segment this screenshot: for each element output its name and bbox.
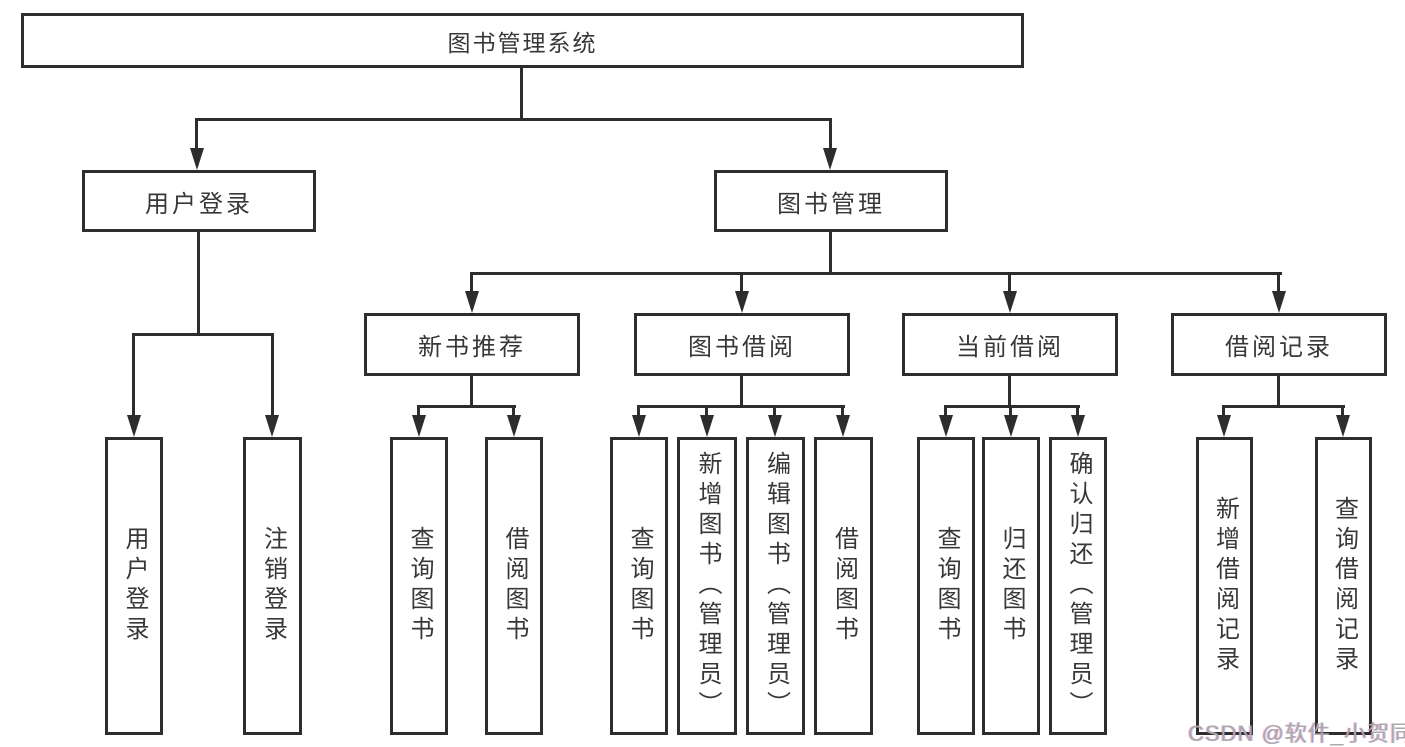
connector-arrow bbox=[1217, 415, 1231, 437]
connector-line bbox=[132, 333, 274, 336]
connector-line bbox=[1222, 405, 1345, 408]
connector-line bbox=[944, 407, 947, 419]
connector-line bbox=[271, 335, 274, 417]
connector-line bbox=[417, 405, 516, 408]
node-book-borrow: 图书借阅 bbox=[634, 313, 850, 376]
connector-arrow bbox=[700, 415, 714, 437]
connector-line bbox=[1008, 376, 1011, 407]
connector-arrow bbox=[632, 415, 646, 437]
leaf-query-borrow-record: 查询借阅记录 bbox=[1315, 437, 1372, 735]
connector-line bbox=[132, 335, 135, 417]
connector-arrow bbox=[1336, 415, 1350, 437]
leaf-query-books-current: 查询图书 bbox=[917, 437, 975, 735]
connector-line bbox=[705, 407, 708, 419]
connector-line bbox=[470, 274, 473, 294]
connector-line bbox=[829, 120, 832, 152]
connector-line bbox=[417, 407, 420, 419]
connector-line bbox=[829, 232, 832, 273]
connector-arrow bbox=[265, 415, 279, 437]
leaf-edit-book-admin: 编辑图书（管理员） bbox=[746, 437, 805, 735]
connector-line bbox=[1277, 376, 1280, 407]
node-book-management: 图书管理 bbox=[714, 170, 948, 232]
connector-arrow bbox=[735, 291, 749, 313]
connector-arrow bbox=[836, 415, 850, 437]
leaf-borrow-books-recommend: 借阅图书 bbox=[485, 437, 543, 735]
connector-arrow bbox=[768, 415, 782, 437]
connector-line bbox=[1008, 274, 1011, 294]
connector-arrow bbox=[1071, 415, 1085, 437]
leaf-confirm-return-admin: 确认归还（管理员） bbox=[1049, 437, 1107, 735]
connector-arrow bbox=[465, 291, 479, 313]
node-current-borrow: 当前借阅 bbox=[902, 313, 1118, 376]
leaf-return-book: 归还图书 bbox=[982, 437, 1040, 735]
connector-line bbox=[470, 272, 1282, 275]
leaf-query-books-borrow: 查询图书 bbox=[610, 437, 668, 735]
connector-line bbox=[470, 376, 473, 407]
connector-arrow bbox=[1272, 291, 1286, 313]
connector-arrow bbox=[1003, 291, 1017, 313]
connector-line bbox=[841, 407, 844, 419]
node-borrow-records: 借阅记录 bbox=[1171, 313, 1387, 376]
connector-line bbox=[195, 120, 198, 152]
connector-line bbox=[637, 405, 845, 408]
leaf-query-books-recommend: 查询图书 bbox=[390, 437, 448, 735]
leaf-borrow-books: 借阅图书 bbox=[814, 437, 873, 735]
connector-line bbox=[740, 376, 743, 407]
connector-arrow bbox=[412, 415, 426, 437]
leaf-logout: 注销登录 bbox=[243, 437, 302, 735]
leaf-user-login: 用户登录 bbox=[105, 437, 163, 735]
node-root: 图书管理系统 bbox=[21, 13, 1024, 68]
connector-line bbox=[1076, 407, 1079, 419]
connector-line bbox=[1009, 407, 1012, 419]
leaf-add-book-admin: 新增图书（管理员） bbox=[677, 437, 737, 735]
connector-line bbox=[773, 407, 776, 419]
connector-line bbox=[197, 232, 200, 334]
connector-arrow bbox=[507, 415, 521, 437]
watermark: CSDN @软件_小贺同学 bbox=[1188, 721, 1405, 746]
connector-line bbox=[944, 405, 1080, 408]
connector-line bbox=[195, 118, 832, 121]
connector-line bbox=[1341, 407, 1344, 419]
connector-arrow bbox=[1004, 415, 1018, 437]
connector-line bbox=[740, 274, 743, 294]
node-new-book-recommend: 新书推荐 bbox=[364, 313, 580, 376]
leaf-add-borrow-record: 新增借阅记录 bbox=[1196, 437, 1253, 735]
connector-line bbox=[512, 407, 515, 419]
connector-arrow bbox=[190, 148, 204, 170]
connector-arrow bbox=[823, 148, 837, 170]
connector-arrow bbox=[127, 415, 141, 437]
connector-arrow bbox=[939, 415, 953, 437]
connector-line bbox=[1222, 407, 1225, 419]
connector-line bbox=[1277, 274, 1280, 294]
connector-line bbox=[520, 68, 523, 121]
connector-line bbox=[637, 407, 640, 419]
node-user-login: 用户登录 bbox=[82, 170, 316, 232]
